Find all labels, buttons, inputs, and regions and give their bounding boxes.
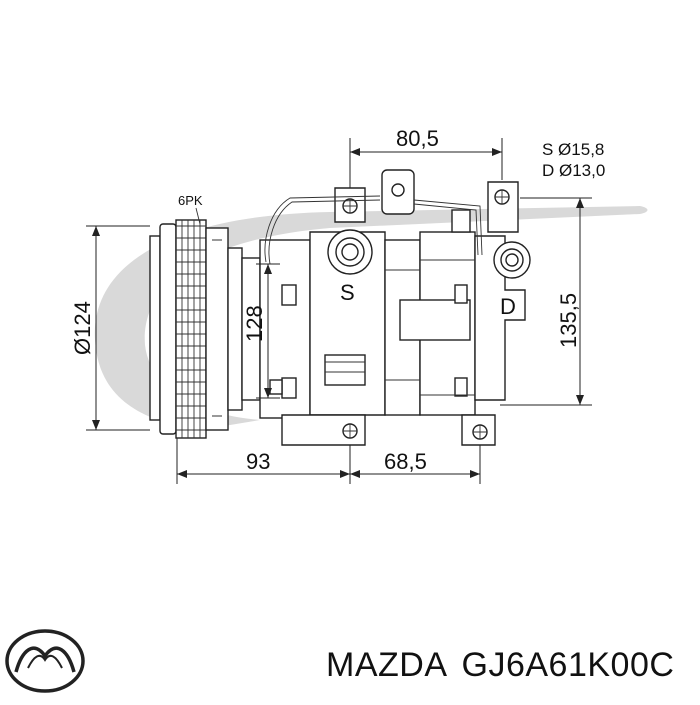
pulley — [149, 219, 243, 439]
mazda-logo — [5, 629, 85, 693]
part-caption: MAZDA GJ6A61K00C — [326, 640, 696, 690]
dimension-right-label: 135,5 — [556, 293, 581, 348]
dimension-inner-label: 128 — [242, 305, 267, 342]
suction-port — [327, 229, 373, 275]
electrical-connector — [264, 169, 483, 265]
discharge-spec: D Ø13,0 — [542, 161, 605, 180]
suction-spec: S Ø15,8 — [542, 140, 604, 159]
dimension-bottom-left-label: 93 — [246, 449, 270, 474]
dimension-left-label: Ø124 — [70, 301, 95, 355]
brand-name: MAZDA — [326, 646, 448, 684]
dimension-bottom: 93 68,5 — [176, 438, 481, 484]
pulley-label: 6PK — [178, 193, 203, 208]
dimension-right: 135,5 — [500, 197, 592, 406]
compressor-body — [241, 231, 526, 419]
discharge-port — [493, 241, 531, 279]
part-number: GJ6A61K00C — [461, 646, 675, 684]
dimension-bottom-right-label: 68,5 — [384, 449, 427, 474]
dimension-inner: 128 — [242, 263, 280, 399]
suction-label: S — [340, 280, 355, 305]
pulley-leader — [195, 207, 201, 225]
discharge-label: D — [500, 294, 516, 319]
dimension-top: 80,5 — [349, 126, 503, 188]
dimension-top-label: 80,5 — [396, 126, 439, 151]
dimension-left: Ø124 — [70, 225, 150, 431]
